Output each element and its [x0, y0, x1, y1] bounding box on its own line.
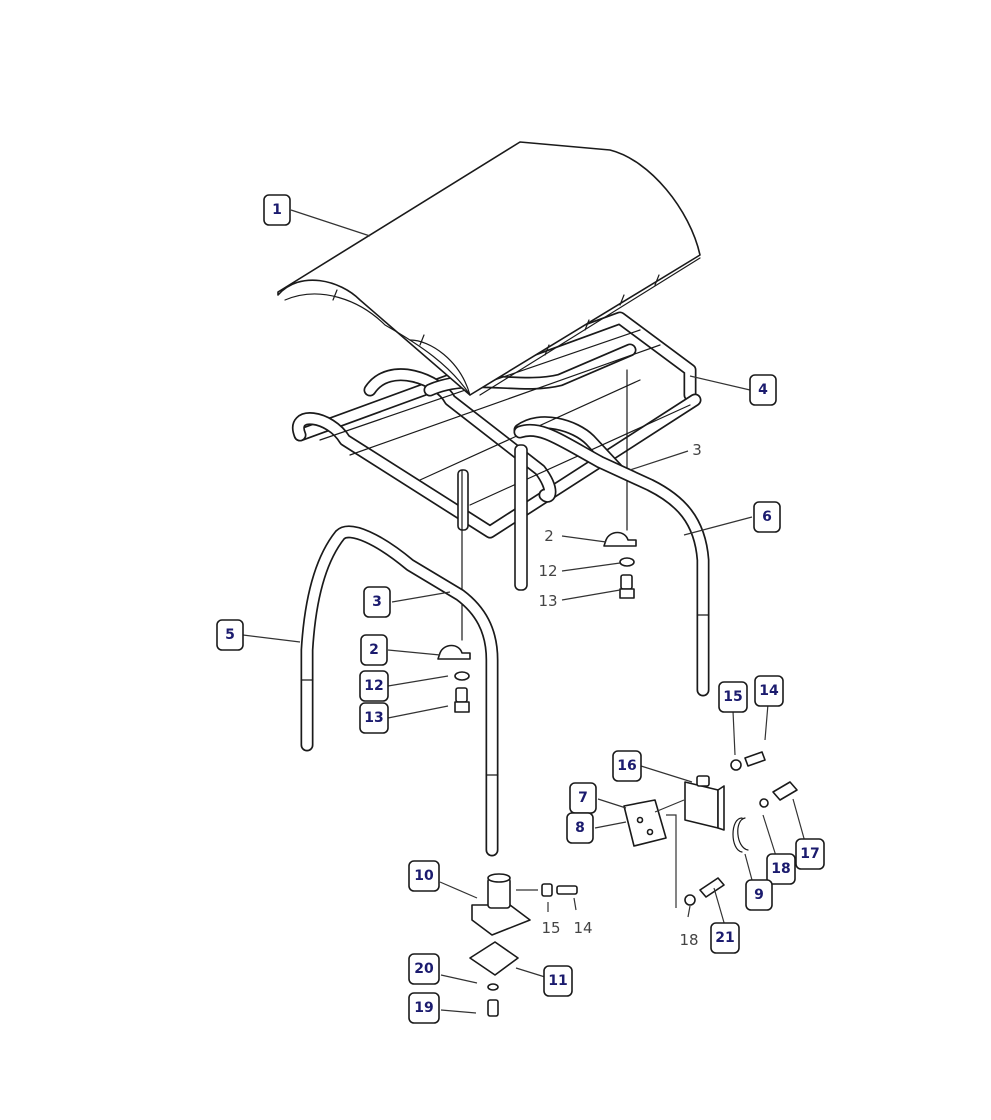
alignment-lines [461, 369, 628, 641]
label-14-plain: 14 [573, 919, 592, 937]
canopy-roof [277, 141, 701, 396]
callout-7: 7 [569, 782, 597, 814]
bracket-assembly [623, 751, 798, 906]
callout-4-label: 4 [758, 382, 768, 398]
callout-16-label: 16 [617, 758, 636, 774]
callout-13-label: 13 [364, 710, 383, 726]
callout-12: 12 [359, 670, 389, 702]
callout-20: 20 [408, 953, 440, 985]
callout-14-label: 14 [759, 683, 779, 699]
callout-11: 11 [543, 965, 573, 997]
callout-6-label: 6 [762, 509, 772, 525]
callout-8-label: 8 [575, 820, 585, 836]
label-18-plain: 18 [679, 931, 698, 949]
callout-19: 19 [408, 992, 440, 1024]
callout-13: 13 [359, 702, 389, 734]
callout-2-label: 2 [369, 642, 379, 658]
callout-10: 10 [408, 860, 440, 892]
callout-10-label: 10 [414, 868, 434, 884]
callout-5: 5 [216, 619, 244, 651]
callout-14: 14 [754, 675, 784, 707]
label-13-plain: 13 [538, 592, 557, 610]
callout-8: 8 [566, 812, 594, 844]
callout-21: 21 [710, 922, 740, 954]
callout-1: 1 [263, 194, 291, 226]
callout-18-label: 18 [771, 861, 790, 877]
callout-2: 2 [360, 634, 388, 666]
callout-18: 18 [766, 853, 796, 885]
clamp-set-left [437, 644, 471, 713]
side-tube-right [513, 423, 710, 697]
callout-17: 17 [795, 838, 825, 870]
callout-11-label: 11 [548, 973, 567, 989]
callout-7-label: 7 [578, 790, 588, 806]
label-12-plain: 12 [538, 562, 557, 580]
callout-19-label: 19 [414, 1000, 433, 1016]
label-3-plain: 3 [692, 441, 702, 459]
callout-4: 4 [749, 374, 777, 406]
callout-5-label: 5 [225, 627, 235, 643]
callout-6: 6 [753, 501, 781, 533]
callout-21-label: 21 [715, 930, 734, 946]
clamp-set-right [603, 531, 637, 599]
callout-3-label: 3 [372, 594, 382, 610]
callout-1-label: 1 [272, 202, 282, 218]
callout-17-label: 17 [800, 846, 819, 862]
leader-lines [242, 209, 806, 1014]
label-15-plain: 15 [541, 919, 560, 937]
label-2-plain: 2 [544, 527, 554, 545]
callout-16: 16 [612, 750, 642, 782]
callout-20-label: 20 [414, 961, 434, 977]
callout-9-label: 9 [754, 887, 764, 903]
callout-15-label: 15 [723, 689, 742, 705]
callout-3: 3 [363, 586, 391, 618]
callout-15: 15 [718, 681, 748, 713]
base-assembly [469, 873, 578, 1017]
callout-12-label: 12 [364, 678, 383, 694]
side-tube-left [300, 525, 499, 857]
callout-9: 9 [745, 879, 773, 911]
